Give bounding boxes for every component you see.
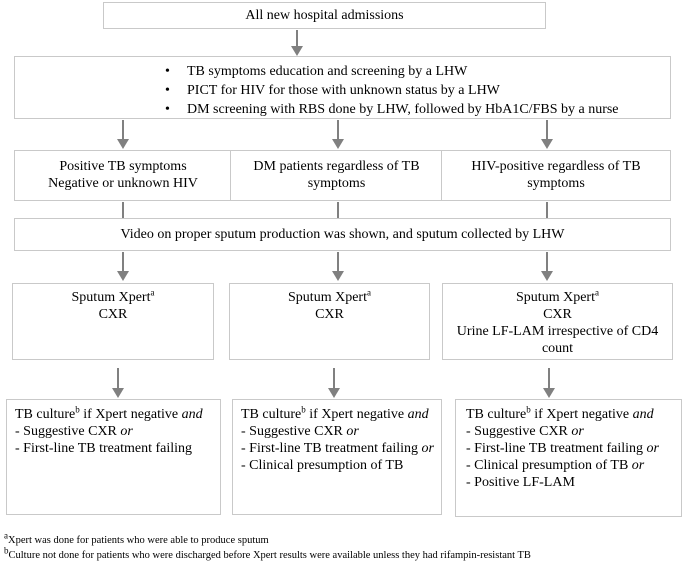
- screening-item: DM screening with RBS done by LHW, follo…: [157, 100, 670, 119]
- cxr-label: CXR: [315, 307, 344, 322]
- arrow-to-screening: [291, 30, 303, 56]
- connector-2: [337, 202, 339, 218]
- arrow-to-culture-2: [328, 368, 340, 398]
- culture-heading: TB cultureb if Xpert negative and: [241, 404, 429, 422]
- arrow-to-culture-1: [112, 368, 124, 398]
- group-box-dm-patients: DM patients regardless of TB symptoms: [230, 150, 443, 201]
- all-admissions-box: All new hospital admissions: [103, 2, 546, 29]
- sputum-xpert-label: Sputum Xperta: [516, 287, 599, 305]
- arrow-to-tests-3: [541, 252, 553, 281]
- arrow-to-group-3: [541, 120, 553, 149]
- cxr-label: CXR: [543, 307, 572, 322]
- tests-box-3: Sputum Xperta CXR Urine LF-LAM irrespect…: [442, 283, 673, 360]
- tests-box-1: Sputum Xperta CXR: [12, 283, 214, 360]
- criterion-suggestive-cxr: - Suggestive CXR or: [241, 424, 359, 439]
- criterion-suggestive-cxr: - Suggestive CXR or: [15, 424, 133, 439]
- criterion-clinical-presumption: - Clinical presumption of TB or: [466, 458, 645, 473]
- cxr-label: CXR: [98, 307, 128, 322]
- group-box-tb-symptoms: Positive TB symptoms Negative or unknown…: [14, 150, 232, 201]
- criterion-positive-lf-lam: - Positive LF-LAM: [466, 475, 575, 490]
- footnote-a: aXpert was done for patients who were ab…: [4, 530, 269, 546]
- arrow-to-tests-2: [332, 252, 344, 281]
- screening-box: TB symptoms education and screening by a…: [14, 56, 671, 119]
- culture-box-1: TB cultureb if Xpert negative and - Sugg…: [6, 399, 221, 515]
- arrow-to-culture-3: [543, 368, 555, 398]
- criterion-treatment-failing: - First-line TB treatment failing: [15, 441, 193, 456]
- culture-heading: TB cultureb if Xpert negative and: [15, 404, 203, 422]
- lf-lam-label-cont: count: [541, 341, 574, 356]
- group-box-hiv-positive: HIV-positive regardless of TB symptoms: [441, 150, 671, 201]
- tests-box-2: Sputum Xperta CXR: [229, 283, 430, 360]
- footnote-b: bCulture not done for patients who were …: [4, 545, 531, 561]
- screening-item: TB symptoms education and screening by a…: [157, 62, 670, 81]
- sputum-xpert-label: Sputum Xperta: [71, 287, 155, 305]
- connector-1: [122, 202, 124, 218]
- connector-3: [546, 202, 548, 218]
- video-label: Video on proper sputum production was sh…: [120, 227, 565, 242]
- criterion-suggestive-cxr: - Suggestive CXR or: [466, 424, 584, 439]
- arrow-to-tests-1: [117, 252, 129, 281]
- sputum-xpert-label: Sputum Xperta: [288, 287, 371, 305]
- screening-item: PICT for HIV for those with unknown stat…: [157, 81, 670, 100]
- culture-box-3: TB cultureb if Xpert negative and - Sugg…: [455, 399, 682, 517]
- all-admissions-label: All new hospital admissions: [245, 8, 404, 23]
- lf-lam-label: Urine LF-LAM irrespective of CD4: [456, 324, 659, 339]
- criterion-treatment-failing: - First-line TB treatment failing or: [466, 441, 659, 456]
- culture-box-2: TB cultureb if Xpert negative and - Sugg…: [232, 399, 442, 515]
- criterion-clinical-presumption: - Clinical presumption of TB: [241, 458, 404, 473]
- video-box: Video on proper sputum production was sh…: [14, 218, 671, 251]
- culture-heading: TB cultureb if Xpert negative and: [466, 404, 654, 422]
- criterion-treatment-failing: - First-line TB treatment failing or: [241, 441, 434, 456]
- arrow-to-group-1: [117, 120, 129, 149]
- arrow-to-group-2: [332, 120, 344, 149]
